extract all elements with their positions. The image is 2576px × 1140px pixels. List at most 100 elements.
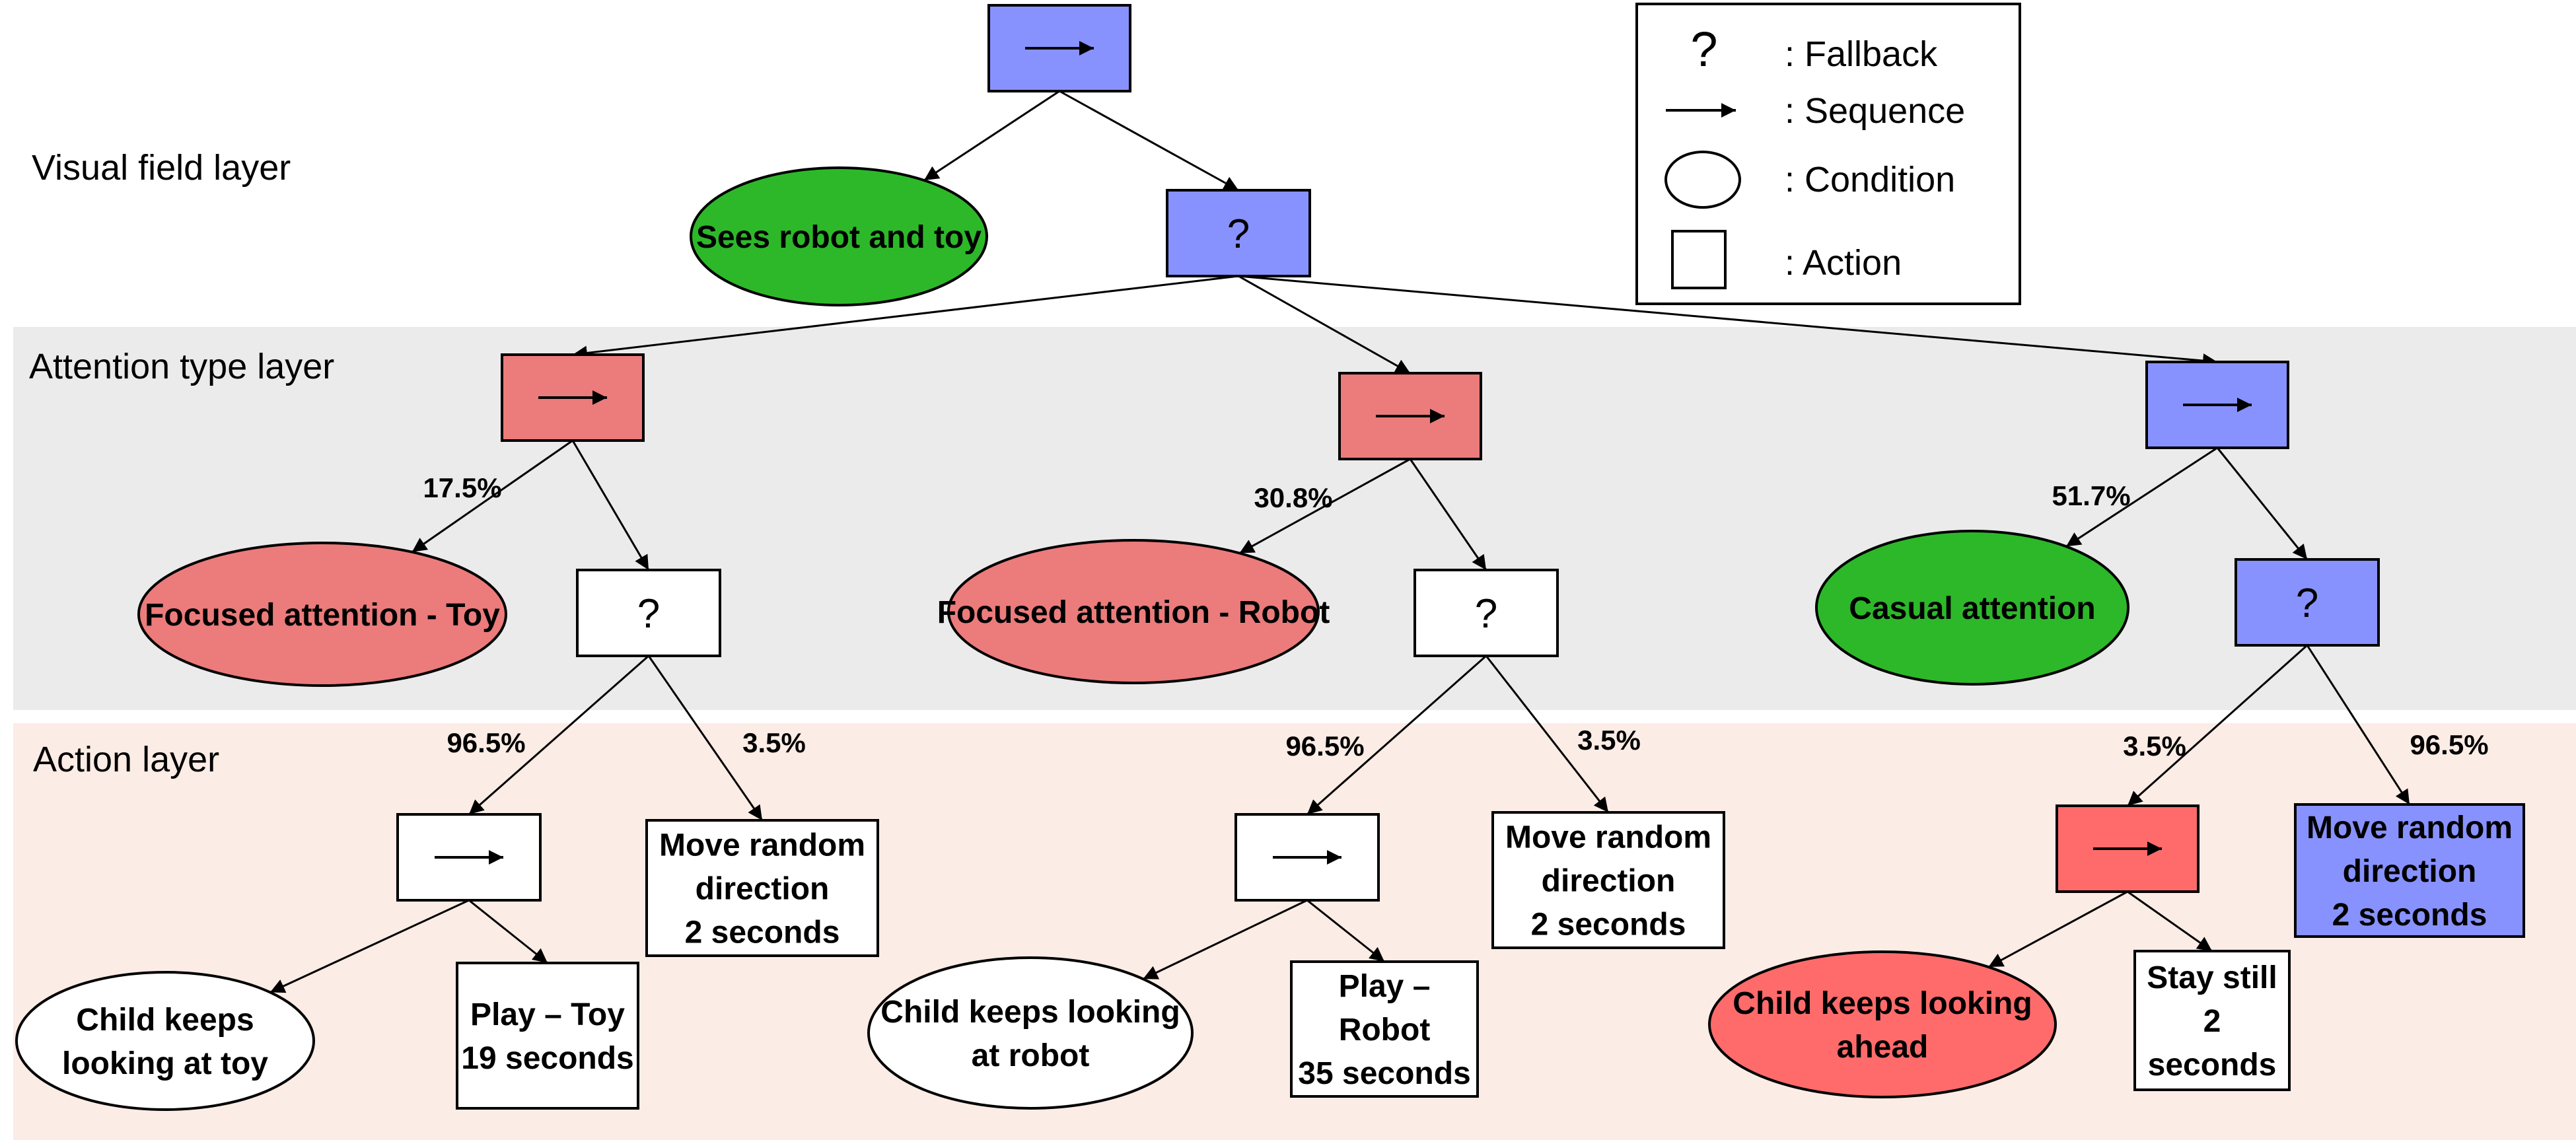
fallback-question-icon: ? (637, 591, 660, 637)
edge-probability-label: 96.5% (447, 727, 525, 758)
edge-seq-robot-to-fb-robot (1409, 458, 1487, 571)
edge-root-seq-to-main-fallback (1059, 90, 1239, 192)
fallback-question-icon: ? (1475, 591, 1497, 637)
action-node-shape (1491, 811, 1725, 949)
condition-node-shape (15, 971, 315, 1111)
condition-node-shape (690, 166, 988, 306)
edge-probability-label: 3.5% (1577, 725, 1641, 756)
node-move-robot: Move random direction 2 seconds (1491, 811, 1725, 949)
node-looking-robot: Child keeps looking at robot (867, 956, 1194, 1110)
edge-seq-ahead-to-looking-ahead (1987, 890, 2128, 968)
condition-node-shape (1708, 950, 2057, 1098)
node-label-line: 2 seconds (1531, 908, 1686, 943)
visual-field-layer-label: Visual field layer (32, 148, 291, 188)
node-label-line: Sees robot and toy (696, 220, 982, 255)
node-label-line: seconds (2148, 1048, 2277, 1083)
node-play-toy: Play – Toy 19 seconds (456, 962, 639, 1110)
edges (269, 90, 2411, 993)
node-label-line: Casual attention (1849, 591, 2095, 626)
fallback-node-shape (2235, 558, 2380, 647)
node-seq-toy (501, 353, 645, 442)
legend-sequence-label: : Sequence (1785, 91, 1965, 131)
edge-probability-label: 3.5% (742, 727, 806, 758)
legend-condition-label: : Condition (1785, 160, 1955, 199)
edge-seq-toy-to-focus-toy (411, 439, 573, 553)
edge-probability-label: 96.5% (2410, 729, 2488, 760)
node-label-line: Child keeps (76, 1003, 254, 1038)
legend-fallback-label: : Fallback (1785, 34, 1938, 74)
edge-seq-casual-to-fb-casual (2216, 447, 2308, 560)
edge-seq-robot-act-to-play-robot (1306, 899, 1385, 963)
edge-seq-casual-to-casual (2065, 446, 2218, 548)
edge-root-seq-to-sees (923, 90, 1060, 182)
fallback-question-icon: ? (1227, 211, 1250, 257)
node-label-line: Move random (1505, 820, 1711, 855)
node-label-line: Play – Toy (470, 997, 625, 1032)
node-seq-robot (1338, 372, 1482, 460)
node-label-line: direction (1542, 864, 1676, 899)
condition-node-shape (947, 539, 1320, 684)
fallback-question-icon: ? (2296, 581, 2318, 626)
node-seq-ahead (2056, 804, 2200, 893)
edge-probability-label: 30.8% (1254, 482, 1332, 513)
node-label-line: Child keeps looking (880, 995, 1180, 1030)
node-root-seq (987, 4, 1131, 92)
node-label-line: 2 (2203, 1004, 2221, 1039)
attention-type-layer-label: Attention type layer (29, 347, 334, 386)
node-label-line: Focused attention - Toy (145, 598, 500, 633)
fallback-node-shape (1413, 569, 1559, 657)
node-label-line: Play – (1339, 969, 1431, 1004)
legend-action-label: : Action (1785, 243, 1902, 283)
legend: ? : Fallback : Sequence : Condition : Ac… (1635, 3, 2021, 305)
node-focus-toy: Focused attention - Toy (137, 542, 507, 687)
node-label-line: Stay still (2147, 960, 2277, 995)
node-seq-robot-act (1234, 813, 1380, 902)
edge-seq-toy-to-fb-toy (571, 440, 650, 571)
edge-probability-label: 17.5% (423, 472, 501, 503)
edge-fb-toy-to-seq-toy-act (468, 655, 649, 816)
node-label-line: 2 seconds (2332, 898, 2487, 933)
edge-probability-label: 51.7% (2052, 480, 2130, 511)
action-node-shape (2294, 803, 2525, 938)
action-node-shape (2133, 950, 2291, 1091)
fallback-node-shape (1166, 189, 1311, 277)
node-seq-toy-act (396, 813, 542, 902)
node-label-line: Move random (659, 828, 865, 863)
edge-seq-toy-act-to-looking-toy (269, 899, 470, 993)
edge-fb-casual-to-seq-ahead (2127, 644, 2308, 807)
edge-seq-robot-to-focus-robot (1238, 458, 1411, 554)
edge-fb-robot-to-seq-robot-act (1306, 655, 1487, 816)
edge-probability-label: 96.5% (1285, 730, 1364, 762)
node-casual: Casual attention (1815, 530, 2129, 686)
action-node-shape (456, 962, 639, 1110)
edge-fb-toy-to-move-toy (647, 655, 764, 821)
node-sees: Sees robot and toy (690, 166, 988, 306)
condition-ellipse-icon (1664, 151, 1741, 209)
node-label-line: 35 seconds (1298, 1056, 1470, 1091)
node-focus-robot: Focused attention - Robot (937, 539, 1330, 684)
node-label-line: 19 seconds (461, 1041, 633, 1076)
edge-main-fallback-to-seq-casual (1238, 275, 2218, 369)
edge-main-fallback-to-seq-toy (572, 275, 1239, 361)
fallback-symbol-icon: ? (1690, 22, 1717, 77)
node-label-line: ahead (1837, 1030, 1929, 1065)
edge-seq-robot-act-to-looking-robot (1142, 899, 1308, 980)
node-label-line: direction (696, 872, 830, 907)
node-fb-robot: ? (1413, 569, 1559, 657)
edge-labels: 17.5%30.8%51.7%96.5%3.5%96.5%3.5%3.5%96.… (423, 472, 2488, 762)
fallback-node-shape (576, 569, 721, 657)
action-layer-label: Action layer (33, 740, 219, 779)
condition-node-shape (867, 956, 1194, 1110)
condition-node-shape (1815, 530, 2129, 686)
node-label-line: at robot (972, 1038, 1090, 1073)
node-fb-casual: ? (2235, 558, 2380, 647)
edge-fb-casual-to-move-casual (2306, 645, 2411, 805)
edge-seq-toy-act-to-play-toy (468, 899, 548, 964)
node-label-line: Child keeps looking (1733, 986, 2032, 1021)
